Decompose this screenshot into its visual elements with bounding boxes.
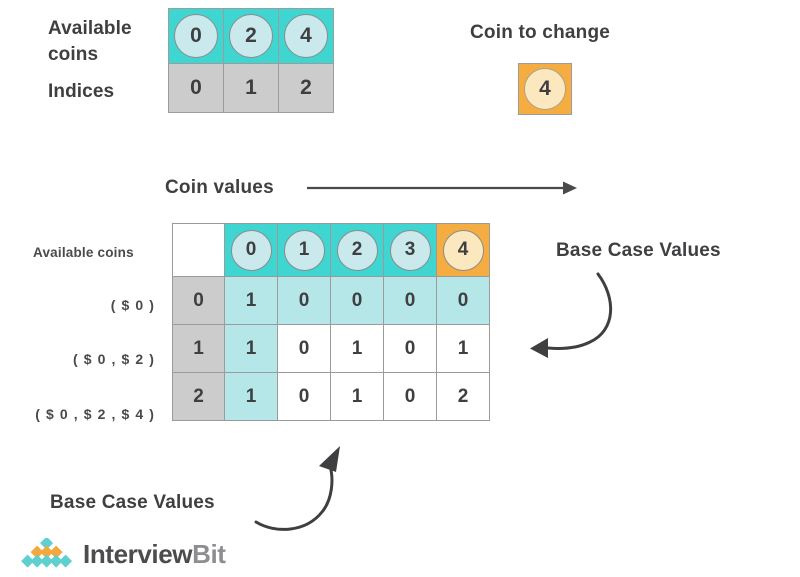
coin-circle: 4 [284, 14, 328, 58]
dp-table-cell: 2 [436, 372, 490, 421]
dp-table-cell: 0 [277, 324, 331, 373]
dp-table-col-header: 0 [224, 223, 278, 277]
dp-table-col-header: 2 [330, 223, 384, 277]
dp-table-cell: 0 [330, 276, 384, 325]
dp-table-row-index: 0 [172, 276, 225, 325]
coin-circle: 0 [174, 14, 218, 58]
interviewbit-logo-text: InterviewBit [83, 539, 226, 569]
dp-table-row: 1 1 0 1 0 1 [172, 324, 490, 373]
dp-table-row: 0 1 0 0 0 0 [172, 276, 490, 325]
interviewbit-logo-mark [21, 538, 73, 568]
coin-circle-highlighted: 4 [442, 229, 484, 271]
top-coin-cell: 4 [278, 8, 334, 64]
dp-table-cell: 1 [224, 324, 278, 373]
logo-text-interview: Interview [83, 539, 193, 569]
dp-table-cell: 1 [224, 372, 278, 421]
available-coins-label-line1: Available [48, 18, 132, 39]
dp-table-cell: 0 [383, 324, 437, 373]
base-case-values-label-right: Base Case Values [556, 240, 721, 261]
coin-values-label: Coin values [165, 177, 274, 198]
dp-table-corner-cell [172, 223, 225, 277]
coin-circle: 2 [229, 14, 273, 58]
available-coins-label-line2: coins [48, 44, 99, 65]
dp-table-col-header: 1 [277, 223, 331, 277]
coin-values-arrow-icon [307, 181, 577, 195]
dp-table: 0 1 2 3 4 0 1 0 0 0 0 1 1 0 1 0 1 2 1 0 … [172, 223, 490, 421]
main-available-coins-label: Available coins [33, 245, 134, 260]
coin-to-change-box: 4 [518, 63, 572, 115]
coin-circle: 2 [336, 229, 378, 271]
dp-table-cell: 1 [330, 324, 384, 373]
top-coin-cell: 2 [223, 8, 279, 64]
interviewbit-logo: InterviewBit [18, 538, 226, 570]
coin-circle-highlighted: 4 [524, 68, 566, 110]
coin-circle: 3 [389, 229, 431, 271]
available-coins-table: 0 2 4 0 1 2 [168, 8, 334, 113]
row-label-0: ( $ 0 ) [110, 297, 155, 313]
available-coins-label: Available coins [48, 16, 163, 68]
top-table-indices-row: 0 1 2 [168, 63, 334, 113]
dp-table-row-index: 1 [172, 324, 225, 373]
dp-table-cell: 1 [436, 324, 490, 373]
dp-table-col-header: 3 [383, 223, 437, 277]
row-label-2: ( $ 0 , $ 2 , $ 4 ) [35, 406, 155, 422]
dp-table-row-index: 2 [172, 372, 225, 421]
dp-table-col-header-highlighted: 4 [436, 223, 490, 277]
dp-table-row: 2 1 0 1 0 2 [172, 372, 490, 421]
dp-table-cell: 0 [436, 276, 490, 325]
indices-label: Indices [48, 81, 115, 102]
row-label-1: ( $ 0 , $ 2 ) [73, 351, 155, 367]
dp-table-cell: 0 [277, 372, 331, 421]
dp-table-cell: 1 [330, 372, 384, 421]
base-case-bottom-arrow-icon [254, 446, 340, 531]
dp-table-cell: 0 [383, 276, 437, 325]
coin-circle: 0 [230, 229, 272, 271]
coin-circle: 1 [283, 229, 325, 271]
dp-table-cell: 1 [224, 276, 278, 325]
top-index-cell: 2 [278, 63, 334, 113]
coin-to-change-title: Coin to change [470, 22, 611, 43]
top-index-cell: 0 [168, 63, 224, 113]
top-index-cell: 1 [223, 63, 279, 113]
base-case-values-label-bottom: Base Case Values [50, 492, 215, 513]
logo-text-bit: Bit [192, 539, 226, 569]
dp-table-header-row: 0 1 2 3 4 [172, 223, 490, 277]
dp-table-cell: 0 [277, 276, 331, 325]
base-case-right-arrow-icon [530, 272, 612, 358]
dp-table-cell: 0 [383, 372, 437, 421]
top-table-coins-row: 0 2 4 [168, 8, 334, 64]
top-coin-cell: 0 [168, 8, 224, 64]
